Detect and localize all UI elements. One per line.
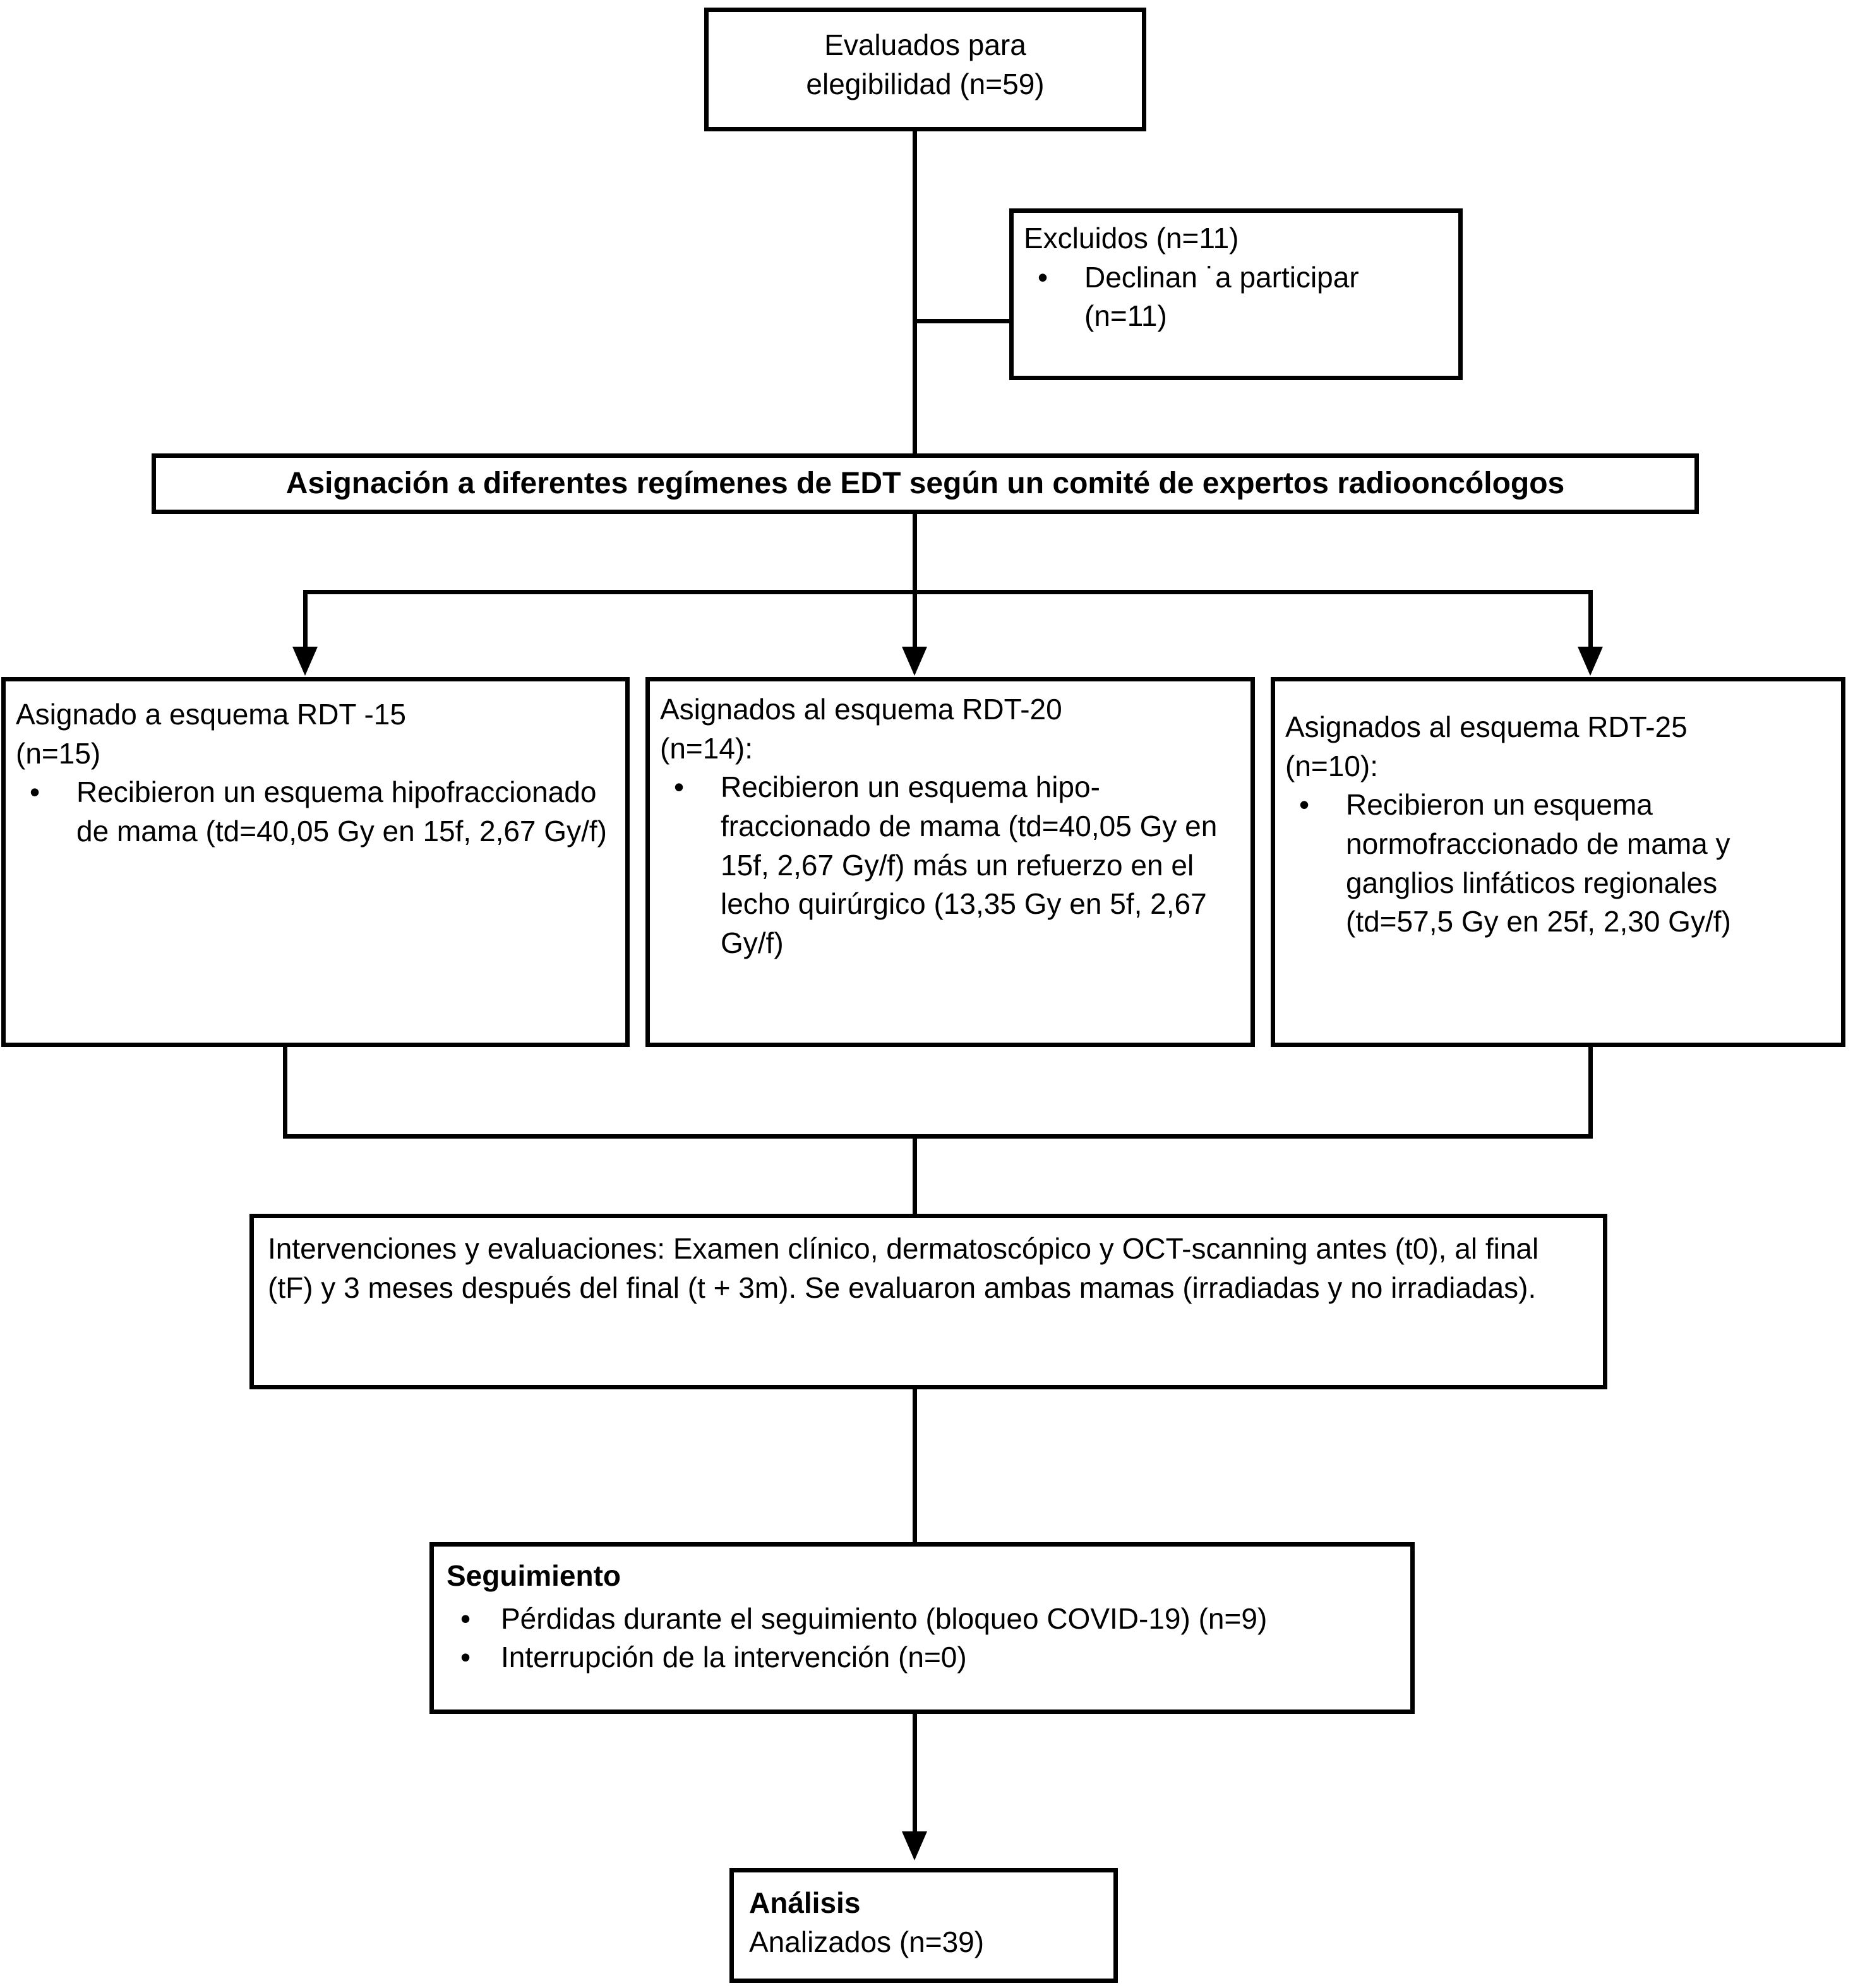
arm-rdt25-heading: Asignados al esquema RDT-25 (n=10): — [1285, 710, 1688, 782]
connector-merge-right-drop — [1588, 1047, 1593, 1138]
connector-followup-to-analysis — [913, 1714, 917, 1838]
allocation-bar-label: Asignación a diferentes regímenes de EDT… — [285, 466, 1565, 500]
list-item: Interrupción de la intervención (n=0) — [447, 1638, 1398, 1677]
node-arm-rdt15: Asignado a esquema RDT -15 (n=15) Recibi… — [1, 677, 630, 1047]
connector-branch-middle — [913, 590, 917, 652]
followup-list: Pérdidas durante el seguimiento (bloqueo… — [447, 1600, 1398, 1677]
node-arm-rdt20: Asignados al esquema RDT-20 (n=14): Reci… — [645, 677, 1255, 1047]
connector-merge-to-interventions — [913, 1134, 917, 1216]
arm-rdt20-list: Recibieron un esquema hipo-fraccionado d… — [660, 768, 1240, 962]
excluded-list: Declinan ˙a participar (n=11) — [1024, 258, 1448, 336]
connector-assessed-to-allocation — [913, 131, 917, 455]
arrowhead-left-arm — [292, 647, 318, 676]
arrowhead-middle-arm — [902, 647, 927, 676]
list-item: Recibieron un esquema hipofraccionado de… — [16, 773, 615, 851]
connector-branch-right — [1588, 590, 1593, 652]
followup-heading: Seguimiento — [447, 1559, 621, 1592]
assessed-label: Evaluados para elegibilidad (n=59) — [806, 28, 1045, 100]
node-arm-rdt25: Asignados al esquema RDT-25 (n=10): Reci… — [1271, 677, 1845, 1047]
connector-assessed-to-excluded — [913, 319, 1014, 323]
arm-rdt25-list: Recibieron un esquema normofraccionado d… — [1285, 786, 1831, 942]
connector-merge-left-drop — [283, 1047, 287, 1138]
interventions-paragraph: Intervenciones y evaluaciones: Examen cl… — [268, 1230, 1589, 1307]
interventions-heading: Intervenciones y evaluaciones: — [268, 1232, 666, 1265]
excluded-heading: Excluidos (n=11) — [1024, 222, 1239, 254]
arm-rdt15-heading: Asignado a esquema RDT -15 (n=15) — [16, 698, 406, 770]
arrowhead-right-arm — [1578, 647, 1603, 676]
node-followup: Seguimiento Pérdidas durante el seguimie… — [429, 1542, 1415, 1714]
node-allocation-bar: Asignación a diferentes regímenes de EDT… — [152, 453, 1699, 514]
analysis-heading: Análisis — [749, 1886, 861, 1919]
connector-allocation-trunk — [913, 514, 917, 595]
node-assessed-for-eligibility: Evaluados para elegibilidad (n=59) — [704, 8, 1146, 131]
node-excluded: Excluidos (n=11) Declinan ˙a participar … — [1009, 208, 1463, 380]
list-item: Declinan ˙a participar (n=11) — [1024, 258, 1448, 336]
list-item: Pérdidas durante el seguimiento (bloqueo… — [447, 1600, 1398, 1639]
connector-interventions-to-followup — [913, 1389, 917, 1546]
list-item: Recibieron un esquema hipo-fraccionado d… — [660, 768, 1240, 962]
interventions-body: Examen clínico, dermatoscópico y OCT-sca… — [268, 1232, 1547, 1304]
arm-rdt15-list: Recibieron un esquema hipofraccionado de… — [16, 773, 615, 851]
analysis-body: Analizados (n=39) — [749, 1925, 985, 1958]
node-analysis: Análisis Analizados (n=39) — [729, 1868, 1118, 1983]
connector-branch-bar — [303, 590, 1593, 594]
node-interventions: Intervenciones y evaluaciones: Examen cl… — [249, 1214, 1607, 1389]
list-item: Recibieron un esquema normofraccionado d… — [1285, 786, 1831, 942]
arrowhead-analysis — [902, 1831, 927, 1860]
connector-merge-bar — [283, 1134, 1593, 1139]
connector-branch-left — [303, 590, 308, 652]
arm-rdt20-heading: Asignados al esquema RDT-20 (n=14): — [660, 693, 1062, 765]
